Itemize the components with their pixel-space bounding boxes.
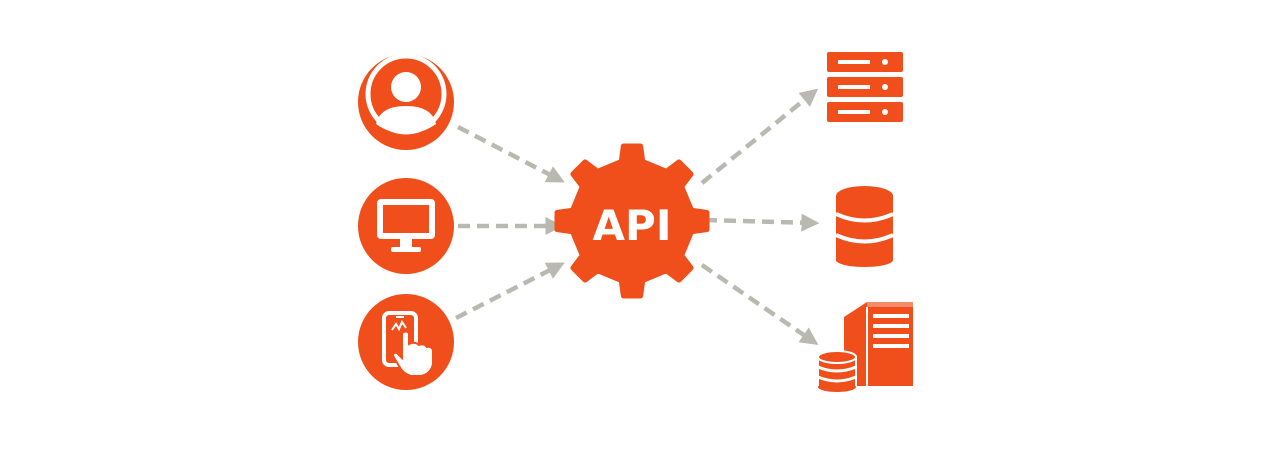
client-monitor [358,178,454,274]
connector-api-to-server-tower [700,263,819,346]
api-label: API [593,201,672,250]
backend-server-tower [817,302,913,392]
connector-api-to-server-rack [700,88,819,185]
gear-body [554,143,710,299]
server-tower-database-icon [817,302,913,392]
connector-user-to-api [456,125,565,183]
client-user [358,53,454,150]
backend-connectors [700,88,820,346]
gear-icon [554,143,710,299]
connector-api-to-database [704,213,820,232]
api-hub: API [554,143,710,299]
client-touch-phone [358,294,454,390]
server-rack-icon [827,52,903,122]
user-icon [365,53,447,135]
touch-phone-icon [382,311,434,377]
client-connectors [454,125,565,321]
monitor-icon [377,199,435,252]
connector-phone-to-api [454,262,565,321]
backend-database [835,186,894,267]
database-icon [835,186,894,267]
backend-server-rack [827,52,903,122]
